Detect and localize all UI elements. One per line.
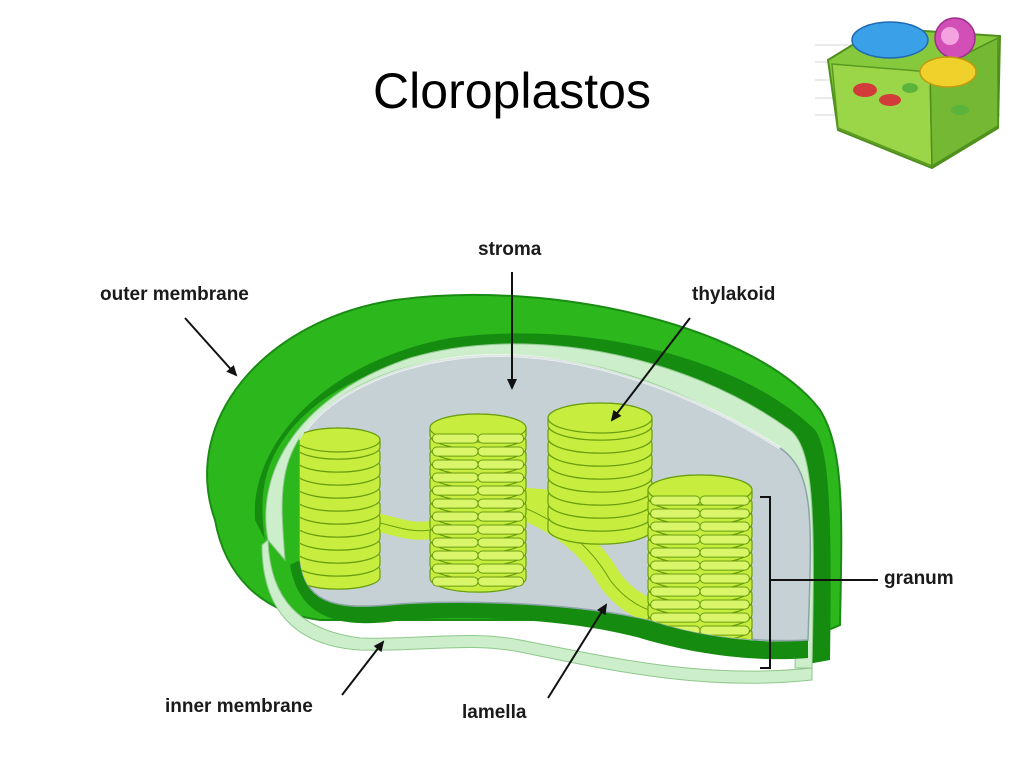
label-inner-membrane: inner membrane xyxy=(165,640,385,717)
label-outer-membrane: outer membrane xyxy=(100,284,249,377)
thylakoid-section xyxy=(431,459,479,470)
arrow-inner-membrane xyxy=(341,640,385,696)
thylakoid-section xyxy=(431,511,479,522)
label-stroma-text: stroma xyxy=(478,239,542,260)
thylakoid-section xyxy=(477,563,525,574)
thylakoid-section xyxy=(650,612,701,623)
thylakoid-section xyxy=(431,433,479,444)
thylakoid-section xyxy=(477,511,525,522)
slide-title: Cloroplastos xyxy=(373,63,651,119)
thylakoid-section xyxy=(431,446,479,457)
thylakoid-section xyxy=(477,524,525,535)
thylakoid-section xyxy=(477,459,525,470)
thylakoid-section xyxy=(477,537,525,548)
thylakoid-section xyxy=(699,521,750,532)
thylakoid-section xyxy=(650,495,701,506)
label-granum: granum xyxy=(760,496,954,669)
thylakoid-section xyxy=(431,524,479,535)
thylakoid-section xyxy=(699,625,750,636)
thylakoid-section xyxy=(650,573,701,584)
thylakoid-section xyxy=(699,534,750,545)
thylakoid-section xyxy=(431,485,479,496)
thylakoid-section xyxy=(699,612,750,623)
label-granum-text: granum xyxy=(884,568,954,589)
thylakoid-section xyxy=(650,534,701,545)
arrow-lamella xyxy=(547,603,608,699)
thylakoid-top xyxy=(300,427,381,453)
label-lamella-text: lamella xyxy=(462,702,527,723)
thylakoid-section xyxy=(431,498,479,509)
label-inner-membrane-text: inner membrane xyxy=(165,696,313,717)
granum-front xyxy=(647,474,753,661)
arrow-thylakoid xyxy=(610,317,691,422)
granum-bracket xyxy=(760,496,771,669)
thylakoid-section xyxy=(477,498,525,509)
thylakoid-section xyxy=(650,599,701,610)
granum-right-top xyxy=(547,402,653,545)
thylakoid-section xyxy=(699,586,750,597)
thylakoid-section xyxy=(431,576,479,587)
granum-left xyxy=(300,427,381,590)
thylakoid-section xyxy=(431,550,479,561)
granum-center xyxy=(429,413,527,593)
thylakoid-section xyxy=(477,472,525,483)
label-stroma: stroma xyxy=(478,239,542,390)
thylakoid-section xyxy=(699,508,750,519)
thylakoid-section xyxy=(431,563,479,574)
label-thylakoid: thylakoid xyxy=(610,284,775,422)
thylakoid-section xyxy=(699,495,750,506)
thylakoid-section xyxy=(699,599,750,610)
thylakoid-top xyxy=(547,402,653,434)
plant-cell-icon xyxy=(815,17,1002,170)
thylakoid-section xyxy=(651,652,700,661)
arrow-outer-membrane xyxy=(184,317,238,377)
thylakoid-section xyxy=(431,472,479,483)
thylakoid-section xyxy=(650,586,701,597)
thylakoid-section xyxy=(477,550,525,561)
thylakoid-section xyxy=(699,560,750,571)
thylakoid-section xyxy=(699,573,750,584)
label-thylakoid-text: thylakoid xyxy=(692,284,775,305)
thylakoid-section xyxy=(650,508,701,519)
thylakoid-section xyxy=(650,547,701,558)
thylakoid-system xyxy=(300,402,753,661)
thylakoid-section xyxy=(650,560,701,571)
label-outer-membrane-text: outer membrane xyxy=(100,284,249,305)
thylakoid-section xyxy=(650,521,701,532)
thylakoid-section xyxy=(699,547,750,558)
thylakoid-section xyxy=(477,433,525,444)
thylakoid-section xyxy=(477,576,525,587)
thylakoid-section xyxy=(431,537,479,548)
thylakoid-section xyxy=(477,446,525,457)
label-lamella: lamella xyxy=(462,603,608,723)
thylakoid-section xyxy=(477,485,525,496)
